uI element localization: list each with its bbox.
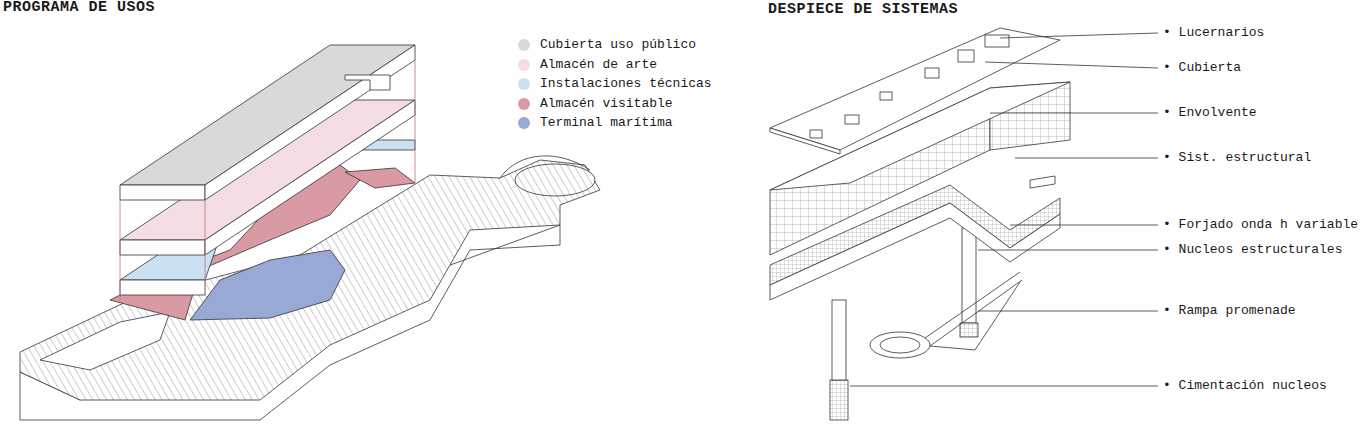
legend-text: Instalaciones técnicas [540,76,712,92]
system-label: • Cimentación nucleos [1163,378,1327,394]
legend-row: Almacén visitable [518,96,673,112]
legend-text: Almacén visitable [540,96,673,112]
system-label: • Lucernarios [1163,25,1264,41]
system-label: • Sist. estructural [1163,150,1311,166]
legend-row: Terminal marítima [518,115,673,131]
system-label: • Rampa promenade [1163,303,1296,319]
system-label: • Cubierta [1163,60,1241,76]
legend-text: Terminal marítima [540,115,673,131]
legend-swatch [518,39,530,51]
legend-swatch [518,59,530,71]
legend-text: Cubierta uso público [540,37,696,53]
system-label: • Forjado onda h variable [1163,217,1358,233]
legend-row: Instalaciones técnicas [518,76,712,92]
system-label: • Envolvente [1163,105,1257,121]
legend-text: Almacén de arte [540,57,657,73]
legend-swatch [518,98,530,110]
system-label: • Nucleos estructurales [1163,242,1342,258]
section-title: PROGRAMA DE USOS [3,0,155,16]
section-title: DESPIECE DE SISTEMAS [768,2,958,18]
legend-swatch [518,78,530,90]
legend-swatch [518,117,530,129]
legend-row: Cubierta uso público [518,37,696,53]
legend-row: Almacén de arte [518,57,657,73]
